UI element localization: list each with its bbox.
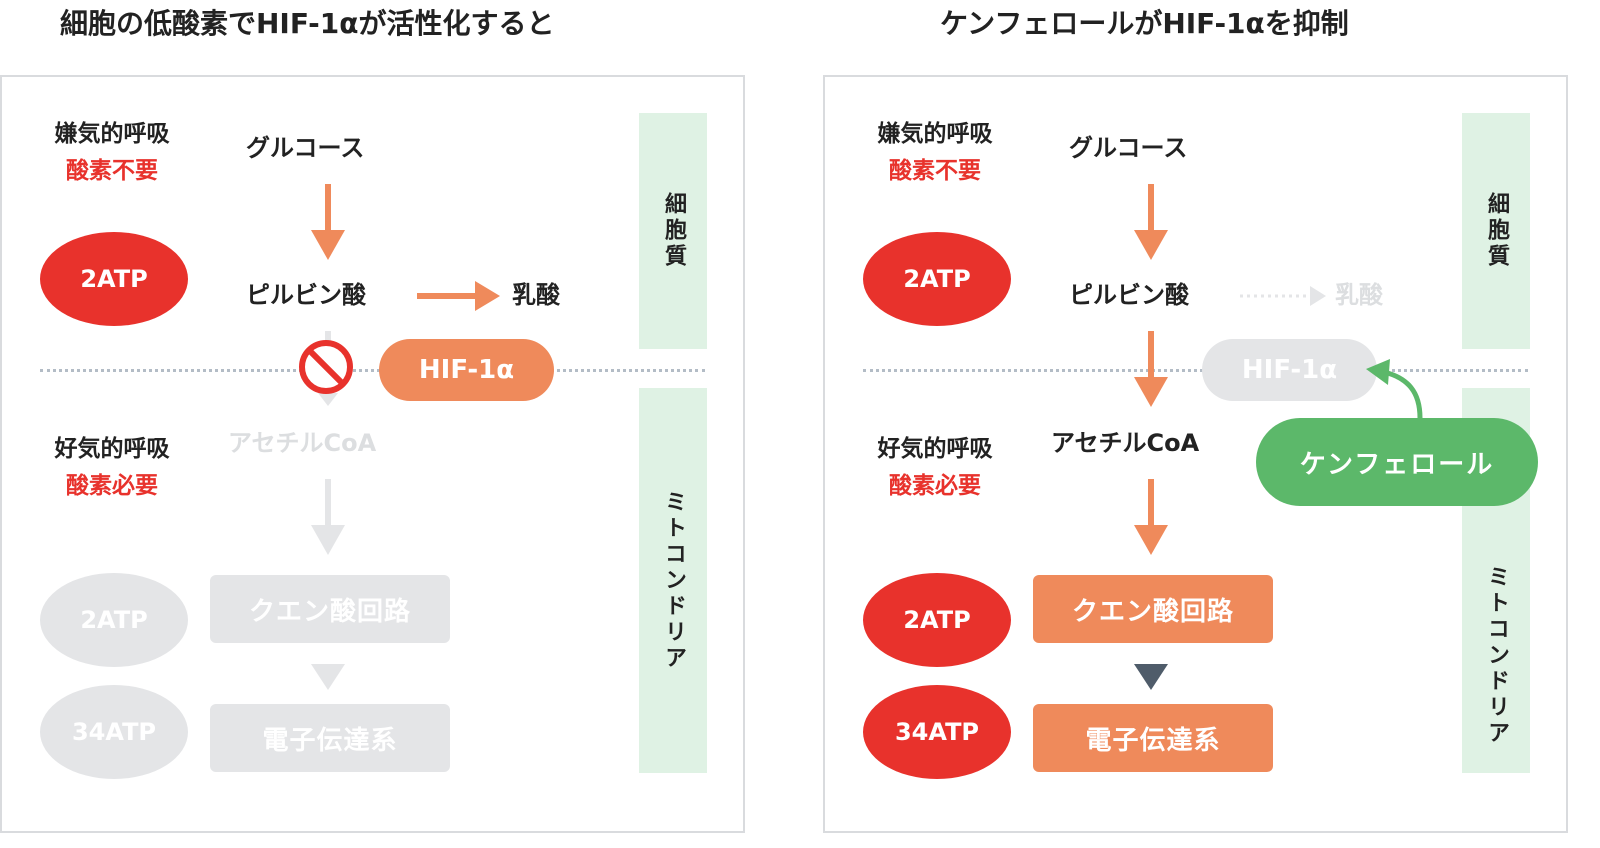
right-arrow-acetyl-to-tca bbox=[1134, 479, 1168, 555]
left-pyruvate-label: ピルビン酸 bbox=[246, 281, 366, 309]
right-aerobic-label: 好気的呼吸 bbox=[877, 436, 993, 462]
left-oxygen-needed-label: 酸素必要 bbox=[66, 473, 158, 499]
right-atp-top: 2ATP bbox=[863, 232, 1011, 326]
right-kaempferol-pill: ケンフェロール bbox=[1256, 418, 1538, 506]
left-arrow-acetyl-to-tca-faded bbox=[311, 479, 345, 555]
right-cytoplasm-band: 細胞質 bbox=[1462, 113, 1530, 349]
left-arrow-pyruvate-to-lactate bbox=[417, 281, 500, 311]
left-cytoplasm-label: 細胞質 bbox=[661, 192, 686, 270]
right-mitochondria-label: ミトコンドリア bbox=[1484, 564, 1509, 747]
left-glucose-label: グルコース bbox=[246, 134, 365, 162]
right-arrow-glucose-to-pyruvate bbox=[1134, 184, 1168, 260]
left-mitochondria-label: ミトコンドリア bbox=[661, 489, 686, 672]
right-arrow-pyruvate-to-acetyl bbox=[1134, 331, 1168, 407]
left-prohibited-icon bbox=[299, 340, 353, 394]
left-lactate-label: 乳酸 bbox=[512, 281, 560, 309]
right-anaerobic-label: 嫌気的呼吸 bbox=[877, 121, 993, 147]
left-anaerobic-label: 嫌気的呼吸 bbox=[54, 121, 170, 147]
right-no-oxygen-label: 酸素不要 bbox=[889, 158, 981, 184]
right-hif-pill: HIF-1α bbox=[1202, 339, 1377, 401]
right-cytoplasm-label: 細胞質 bbox=[1484, 192, 1509, 270]
right-pyruvate-label: ピルビン酸 bbox=[1069, 281, 1189, 309]
left-no-oxygen-label: 酸素不要 bbox=[66, 158, 158, 184]
left-anaerobic-block: 嫌気的呼吸 酸素不要 bbox=[0, 123, 224, 183]
right-anaerobic-block: 嫌気的呼吸 酸素不要 bbox=[823, 123, 1047, 183]
left-hif-pill: HIF-1α bbox=[379, 339, 554, 401]
left-membrane-line bbox=[40, 369, 705, 372]
left-atp-mid: 2ATP bbox=[40, 573, 188, 667]
left-cytoplasm-band: 細胞質 bbox=[639, 113, 707, 349]
left-tca-cycle-box: クエン酸回路 bbox=[210, 575, 450, 643]
right-arrow-pyruvate-to-lactate-dotted bbox=[1240, 286, 1326, 306]
left-electron-transport-box: 電子伝達系 bbox=[210, 704, 450, 772]
left-mitochondria-band: ミトコンドリア bbox=[639, 388, 707, 773]
left-atp-bottom: 34ATP bbox=[40, 685, 188, 779]
left-aerobic-block: 好気的呼吸 酸素必要 bbox=[0, 438, 224, 498]
right-atp-mid: 2ATP bbox=[863, 573, 1011, 667]
left-arrow-glucose-to-pyruvate bbox=[311, 184, 345, 260]
right-atp-bottom: 34ATP bbox=[863, 685, 1011, 779]
right-panel-title: ケンフェロールがHIF-1αを抑制 bbox=[940, 7, 1349, 40]
right-membrane-line bbox=[863, 369, 1528, 372]
right-triangle-tca-to-etc bbox=[1134, 664, 1168, 690]
left-triangle-tca-to-etc-faded bbox=[311, 664, 345, 690]
right-lactate-label: 乳酸 bbox=[1335, 281, 1383, 309]
left-aerobic-label: 好気的呼吸 bbox=[54, 436, 170, 462]
right-tca-cycle-box: クエン酸回路 bbox=[1033, 575, 1273, 643]
right-aerobic-block: 好気的呼吸 酸素必要 bbox=[823, 438, 1047, 498]
left-acetyl-coa-label: アセチルCoA bbox=[228, 429, 377, 457]
left-atp-top: 2ATP bbox=[40, 232, 188, 326]
right-electron-transport-box: 電子伝達系 bbox=[1033, 704, 1273, 772]
left-panel-title: 細胞の低酸素でHIF-1αが活性化すると bbox=[60, 7, 555, 40]
right-oxygen-needed-label: 酸素必要 bbox=[889, 473, 981, 499]
right-glucose-label: グルコース bbox=[1069, 134, 1188, 162]
right-inhibition-arrow-kaempferol-to-hif bbox=[1366, 359, 1423, 419]
right-acetyl-coa-label: アセチルCoA bbox=[1051, 429, 1200, 457]
